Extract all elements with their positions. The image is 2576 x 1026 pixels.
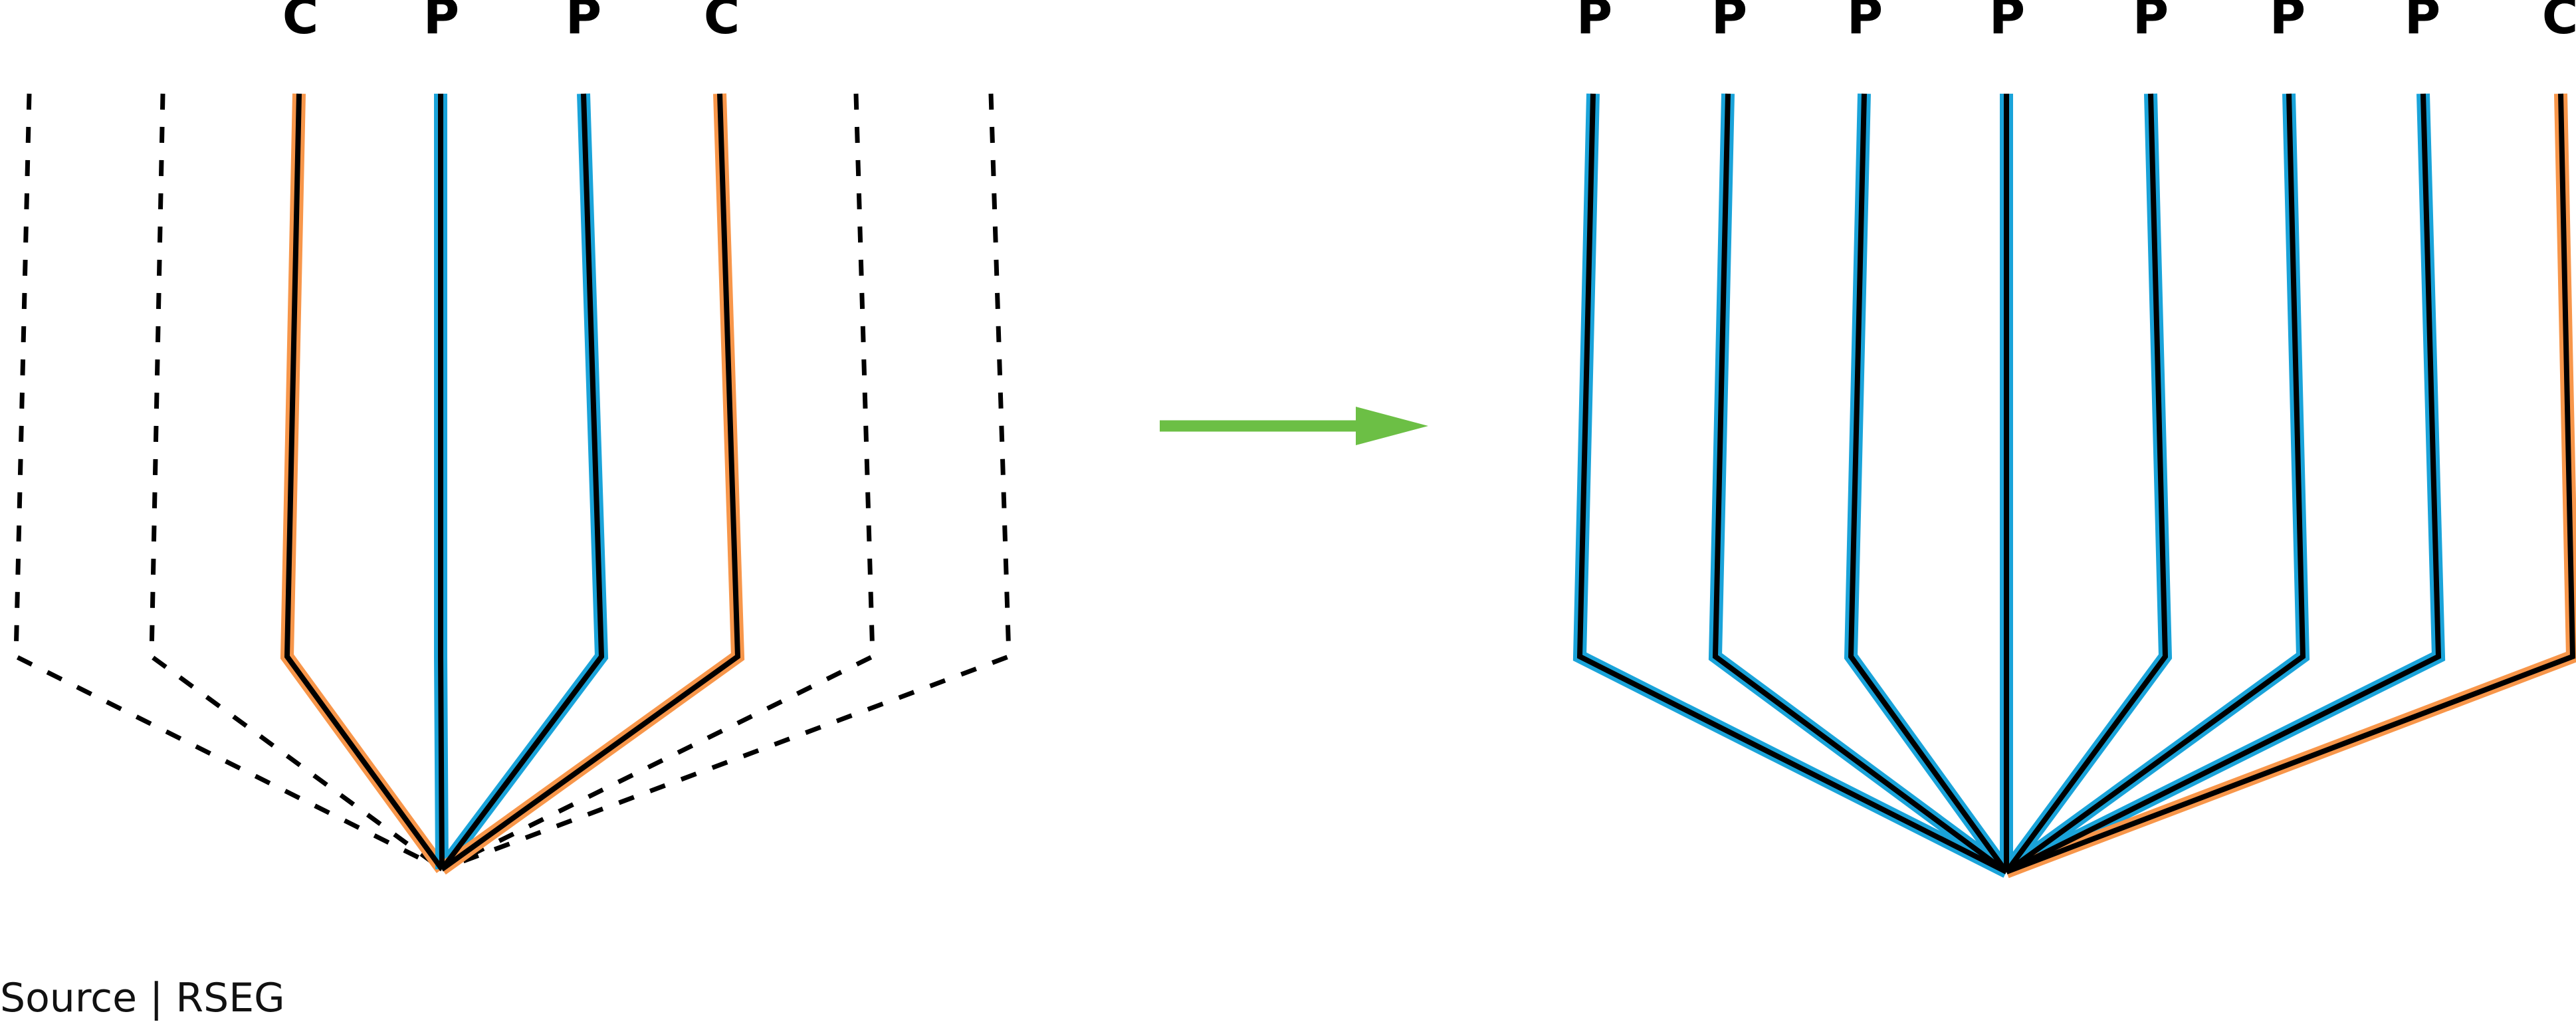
consumer-well-line (280, 93, 448, 873)
producer-well-line (2003, 93, 2446, 878)
well-core-line (439, 93, 605, 871)
well-core-line (2005, 93, 2442, 874)
well-label: P (2404, 0, 2441, 45)
transition-arrow-icon (1160, 407, 1428, 445)
well-label: C (2541, 0, 2576, 45)
producer-well-line (2000, 93, 2173, 876)
well-label: P (1576, 0, 1613, 45)
after-well-pattern (1572, 93, 2576, 878)
well-core-line (2004, 93, 2306, 874)
well-core-line (284, 93, 445, 871)
well-label: P (423, 0, 460, 45)
removed-well-line (149, 93, 444, 871)
removed-well-line (441, 93, 875, 872)
well-core-line (1712, 93, 2008, 874)
well-core-line (2004, 93, 2169, 874)
well-core-line (1848, 93, 2009, 874)
well-core-line (2005, 93, 2576, 874)
well-label: P (2132, 0, 2169, 45)
well-label: P (2269, 0, 2306, 45)
well-core-line (438, 94, 445, 870)
removed-well-line (441, 93, 1012, 872)
well-label: C (703, 0, 740, 45)
well-label: P (1846, 0, 1883, 45)
well-label: C (282, 0, 319, 45)
producer-well-line (1572, 93, 2010, 878)
producer-well-line (437, 93, 609, 873)
well-core-line (1576, 93, 2008, 874)
before-well-pattern (13, 93, 1012, 875)
source-caption: Source | RSEG (0, 975, 285, 1021)
producer-well-line (1844, 93, 2012, 876)
well-label: P (1711, 0, 1748, 45)
well-label: P (1988, 0, 2026, 45)
well-label: P (565, 0, 602, 45)
well-core-line (440, 93, 741, 872)
removed-well-line (13, 93, 443, 872)
